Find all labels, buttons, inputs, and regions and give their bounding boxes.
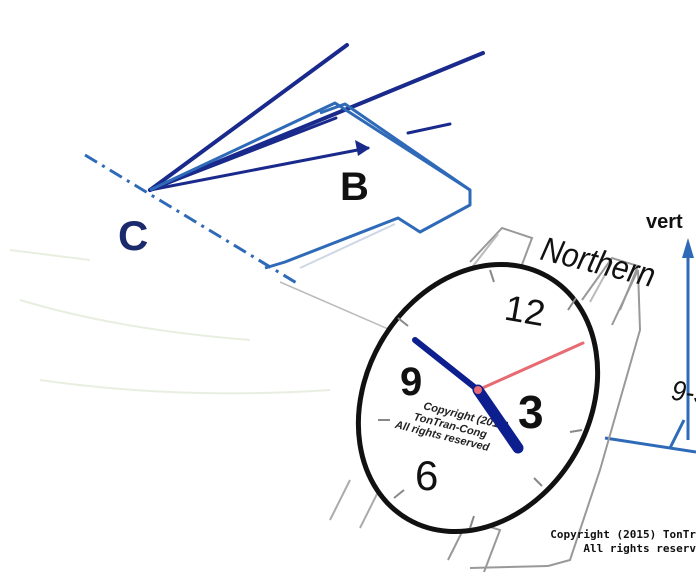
background-sketch bbox=[9, 249, 331, 395]
numeral-3: 3 bbox=[518, 386, 544, 438]
numeral-9: 9 bbox=[400, 360, 422, 404]
numeral-12: 12 bbox=[502, 287, 549, 334]
watch-ticks bbox=[378, 269, 583, 529]
hand-pivot bbox=[474, 386, 482, 394]
ray-arrowhead bbox=[355, 140, 370, 156]
numeral-6: 6 bbox=[415, 452, 438, 499]
axis-tick-9-3 bbox=[668, 419, 686, 449]
ray-3 bbox=[148, 116, 338, 192]
gnomon-b-outline bbox=[149, 101, 472, 270]
ray-4 bbox=[148, 146, 370, 192]
axis-line-c bbox=[84, 153, 301, 287]
label-b: B bbox=[340, 165, 369, 209]
ray-1 bbox=[148, 43, 349, 192]
footer-copyright-line-1: Copyright (2015) TonTr bbox=[550, 528, 696, 541]
vertical-axis-arrowhead bbox=[682, 238, 694, 258]
sun-rays bbox=[148, 43, 485, 192]
minute-hand bbox=[412, 337, 481, 393]
axis-line-9-3 bbox=[604, 436, 696, 454]
label-c: C bbox=[118, 212, 148, 259]
label-vertical: vert bbox=[646, 211, 683, 233]
footer-copyright: Copyright (2015) TonTr All rights reserv bbox=[536, 528, 696, 556]
second-hand bbox=[476, 341, 585, 392]
footer-copyright-line-2: All rights reserv bbox=[583, 542, 696, 555]
ray-5 bbox=[406, 122, 452, 135]
label-9-3-axis: 9-3 axis bbox=[669, 375, 696, 418]
hour-hand bbox=[472, 384, 524, 454]
